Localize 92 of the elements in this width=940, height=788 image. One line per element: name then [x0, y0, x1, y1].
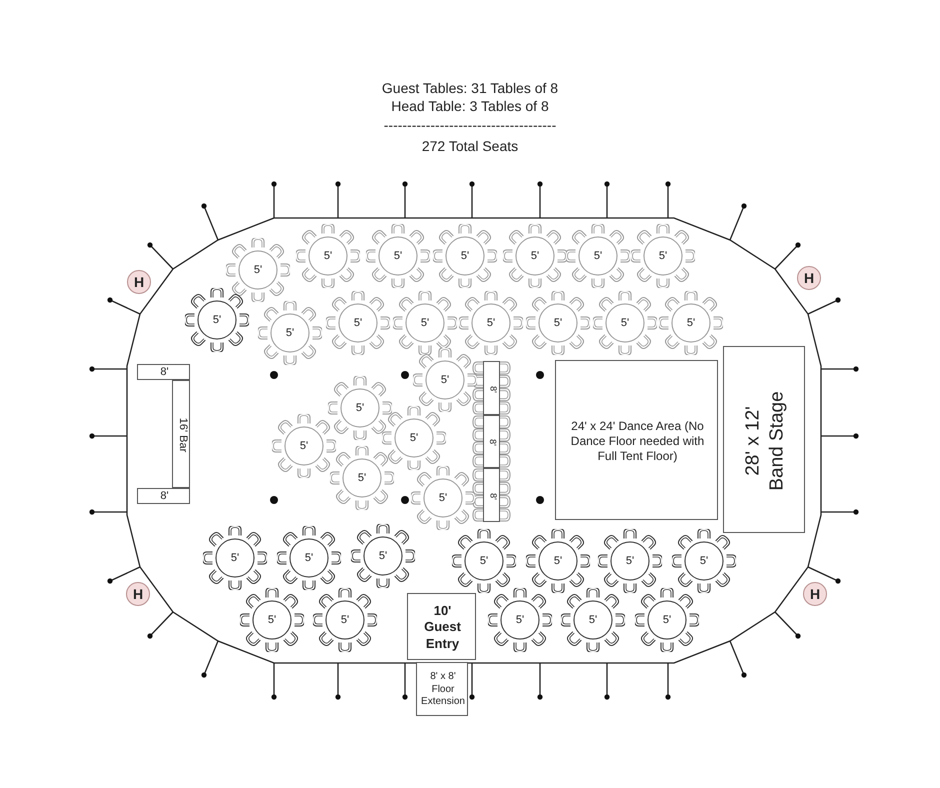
table-size-label: 5' — [594, 250, 602, 262]
heater-marker: H — [127, 270, 151, 294]
round-table — [258, 301, 322, 365]
seat-count-note: 272 Total Seats — [420, 138, 520, 154]
round-table — [185, 288, 249, 352]
round-table — [635, 588, 699, 652]
seat-count-note: Head Table: 3 Tables of 8 — [390, 98, 550, 114]
table-size-label: 5' — [516, 614, 524, 626]
round-table — [593, 291, 657, 355]
round-table — [433, 224, 497, 288]
floor-area — [407, 593, 476, 660]
table-size-label: 5' — [254, 264, 262, 276]
area-label: 10' Guest Entry — [423, 603, 462, 652]
table-size-label: 5' — [410, 432, 418, 444]
table-size-label: 5' — [358, 472, 366, 484]
divider-line-text: ------------------------------------- — [382, 117, 558, 133]
area-label: 8' — [160, 490, 169, 504]
table-size-label: 5' — [356, 402, 364, 414]
table-size-label: 5' — [440, 374, 450, 386]
table-size-label: 5' — [530, 250, 540, 262]
round-table — [526, 529, 590, 593]
area-label: 24' x 24' Dance Area (No Dance Floor needed with Full Tent Floor) — [570, 418, 706, 464]
round-table — [330, 446, 394, 510]
round-table — [277, 526, 341, 590]
area-label: 8' — [487, 492, 498, 500]
floor-area — [172, 380, 190, 488]
heater-marker: H — [803, 582, 827, 606]
round-table — [203, 526, 267, 590]
round-table — [526, 291, 590, 355]
round-table — [313, 588, 377, 652]
floor-area — [416, 662, 468, 716]
round-table — [659, 291, 723, 355]
table-size-label: 5' — [340, 614, 350, 626]
floor-area — [555, 360, 718, 520]
table-size-label: 5' — [460, 250, 470, 262]
round-table — [366, 224, 430, 288]
table-size-label: 5' — [554, 555, 562, 567]
round-table — [326, 291, 390, 355]
table-size-label: 5' — [212, 314, 222, 326]
table-size-label: 5' — [286, 327, 294, 339]
round-table — [351, 524, 415, 588]
table-size-label: 5' — [658, 250, 668, 262]
table-size-label: 5' — [420, 317, 430, 329]
round-table — [393, 291, 457, 355]
round-table — [503, 224, 567, 288]
table-size-label: 5' — [686, 317, 696, 329]
area-label: 8' — [487, 439, 498, 446]
round-table — [452, 529, 516, 593]
table-size-label: 5' — [324, 250, 332, 262]
band-stage — [723, 346, 805, 533]
table-size-label: 5' — [480, 555, 488, 567]
stage-label: 28' x 12' — [741, 406, 764, 476]
table-size-label: 5' — [588, 614, 598, 626]
table-size-label: 5' — [438, 492, 448, 504]
table-size-label: 5' — [230, 552, 240, 564]
seat-count-note: Guest Tables: 31 Tables of 8 — [380, 80, 560, 96]
area-label: 8' — [160, 366, 169, 380]
round-table — [411, 466, 475, 530]
round-table — [598, 529, 662, 593]
round-table — [672, 529, 736, 593]
floor-area — [137, 364, 190, 380]
round-table — [272, 414, 336, 478]
heater-marker: H — [797, 266, 821, 290]
round-table — [226, 238, 290, 302]
round-table — [459, 291, 523, 355]
round-table — [561, 588, 625, 652]
table-size-label: 5' — [620, 317, 630, 329]
table-size-label: 5' — [554, 317, 562, 329]
table-size-label: 5' — [354, 317, 362, 329]
table-size-label: 5' — [662, 614, 672, 626]
area-label: 16' Bar — [176, 418, 189, 452]
table-size-label: 5' — [394, 250, 402, 262]
table-size-label: 5' — [700, 555, 708, 567]
round-table — [631, 224, 695, 288]
round-table — [382, 406, 446, 470]
table-size-label: 5' — [486, 317, 496, 329]
round-table — [488, 588, 552, 652]
round-table — [296, 224, 360, 288]
floor-area — [137, 488, 190, 504]
table-size-label: 5' — [304, 552, 314, 564]
round-table — [328, 376, 392, 440]
area-label: 8' x 8' Floor Extension — [421, 671, 465, 709]
area-label: 8' — [487, 386, 498, 392]
table-size-label: 5' — [300, 440, 308, 452]
round-table — [413, 348, 477, 412]
table-size-label: 5' — [626, 555, 634, 567]
heater-marker: H — [126, 582, 150, 606]
table-size-label: 5' — [268, 614, 276, 626]
stage-label: Band Stage — [765, 390, 788, 490]
round-table — [566, 224, 630, 288]
round-table — [240, 588, 304, 652]
table-size-label: 5' — [378, 550, 388, 562]
